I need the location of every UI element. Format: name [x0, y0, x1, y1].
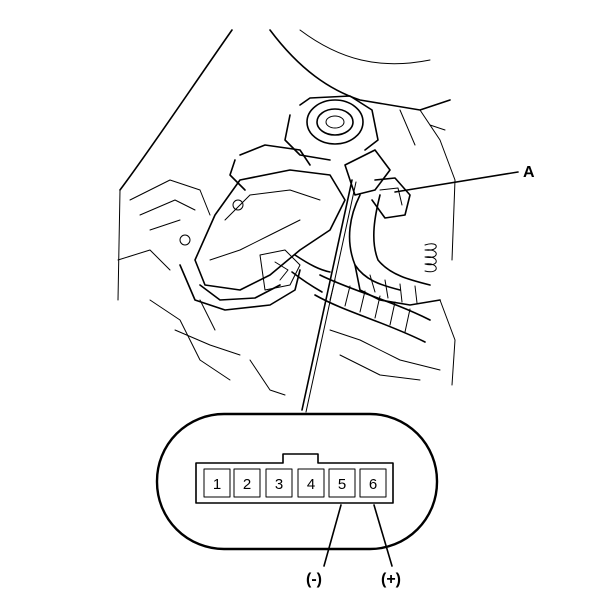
pin-1-label: 1 [213, 476, 221, 493]
callout-leader-line [394, 171, 519, 193]
pin-2-label: 2 [243, 476, 251, 493]
callout-label-a: A [523, 164, 535, 181]
pin-5-label: 5 [338, 476, 346, 493]
positive-terminal-label: (+) [381, 571, 401, 588]
connector-pins: 1 2 3 4 5 6 [203, 468, 387, 498]
steering-column-illustration [117, 29, 456, 396]
pin-1-box [203, 468, 231, 498]
zoom-leader-line-2 [305, 181, 357, 413]
connector-zoom-view: 1 2 3 4 5 6 [155, 412, 439, 567]
pin-5-box [328, 468, 356, 498]
zoom-frame [155, 412, 439, 551]
negative-terminal-label: (-) [306, 571, 322, 588]
pin-4-box [297, 468, 325, 498]
negative-probe-line [323, 504, 342, 567]
pin-3-label: 3 [275, 476, 283, 493]
pin-3-box [265, 468, 293, 498]
pin-6-box [359, 468, 387, 498]
pin-4-label: 4 [307, 476, 315, 493]
pin-6-label: 6 [369, 476, 377, 493]
connector-face-outline [195, 453, 394, 504]
pin-2-box [233, 468, 261, 498]
zoom-leader-line [301, 179, 353, 411]
positive-probe-line [373, 504, 393, 567]
